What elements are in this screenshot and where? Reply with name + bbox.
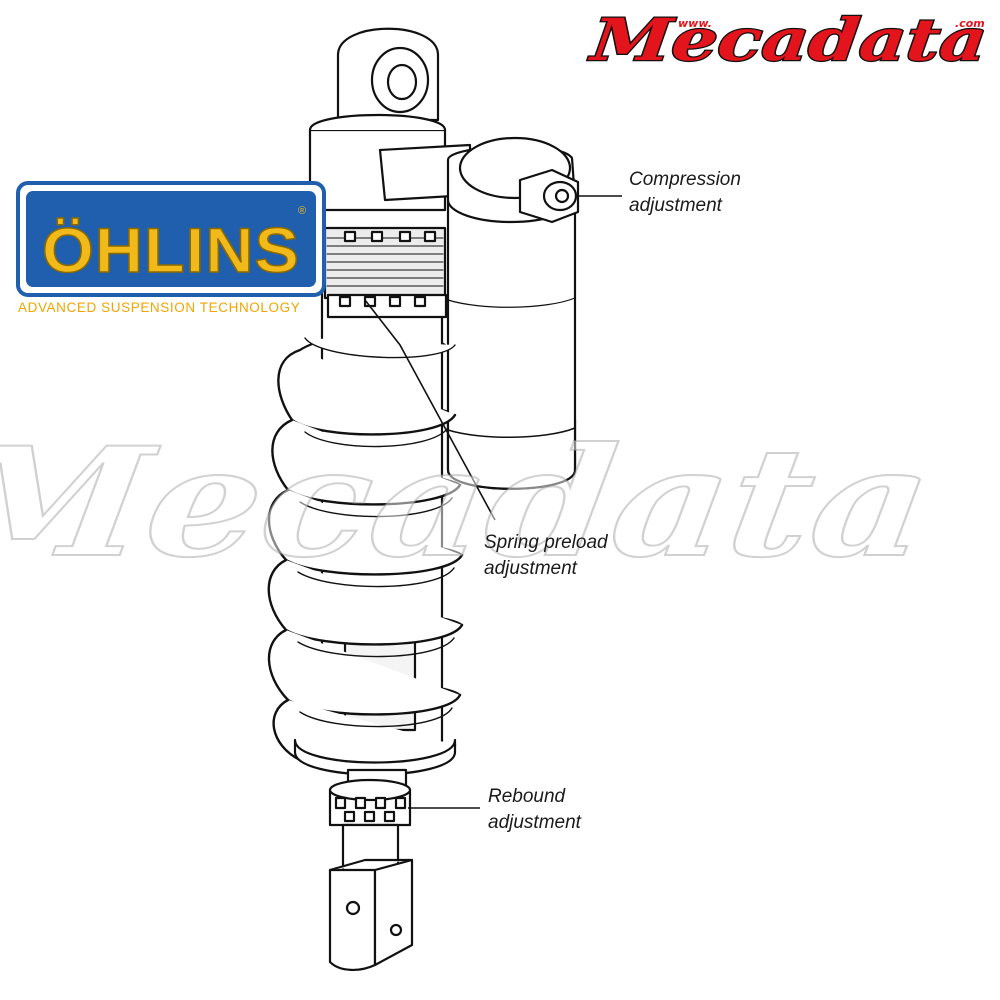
registered-mark: ® — [298, 205, 306, 217]
mecadata-watermark: Mecadata — [0, 413, 943, 592]
rebound-label-line1: Rebound — [488, 786, 566, 807]
mecadata-prefix: www. — [678, 17, 712, 30]
ohlins-tagline: ADVANCED SUSPENSION TECHNOLOGY — [18, 300, 301, 315]
mecadata-name: Mecadata — [586, 5, 991, 74]
clevis-mount — [328, 858, 414, 971]
rebound-adjuster — [328, 778, 412, 827]
top-eye-hole — [386, 63, 418, 101]
ohlins-logo: ÖHLINS ® — [16, 181, 326, 297]
watermark-text: Mecadata — [0, 414, 942, 591]
spring-preload-label-line1: Spring preload — [484, 532, 608, 553]
compression-adjustment-label: Compression adjustment — [629, 167, 741, 219]
preload-thread-lines — [326, 237, 444, 287]
lower-spring-seat — [293, 738, 457, 776]
mecadata-logo: www. Mecadata .com — [584, 4, 991, 75]
spring-preload-adjustment-label: Spring preload adjustment — [484, 530, 608, 582]
leader-lines — [364, 195, 622, 809]
spring-preload-label-line2: adjustment — [484, 558, 577, 579]
rebound-adjustment-label: Rebound adjustment — [488, 784, 581, 836]
preload-ring-notches — [338, 230, 437, 308]
compression-knob — [518, 168, 580, 224]
ohlins-brand-text: ÖHLINS — [42, 216, 300, 286]
rebound-label-line2: adjustment — [488, 812, 581, 833]
mecadata-suffix: .com — [955, 17, 985, 30]
spring-coils-front — [267, 337, 464, 768]
compression-label-line1: Compression — [629, 169, 741, 190]
spring-coil-inner-edges — [297, 427, 455, 728]
leader-spring-preload — [364, 299, 496, 521]
remote-reservoir — [446, 136, 577, 490]
compression-label-line2: adjustment — [629, 195, 722, 216]
